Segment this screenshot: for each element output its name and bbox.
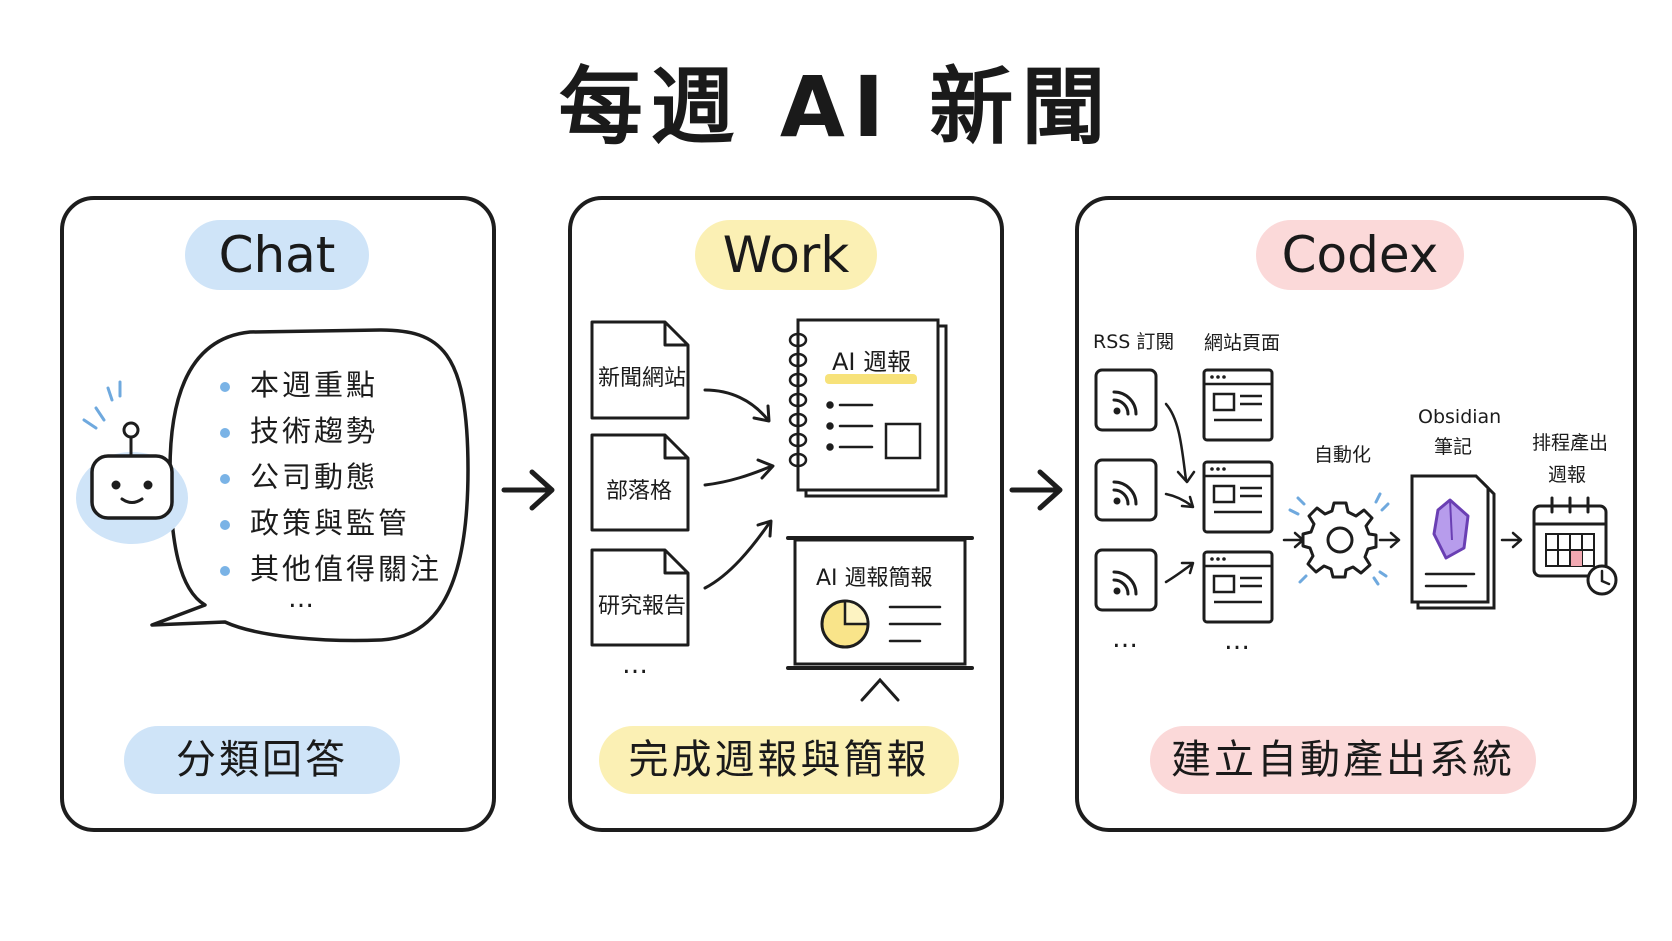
list-item: 公司動態	[220, 454, 442, 500]
web-more: …	[1224, 626, 1252, 656]
codex-footer: 建立自動產出系統	[1150, 726, 1536, 794]
document-icon	[590, 320, 690, 647]
notebook-icon	[788, 318, 948, 498]
list-item: 本週重點	[220, 362, 442, 408]
flow-arrow-icon	[703, 388, 775, 590]
slide-title: AI 週報簡報	[816, 566, 933, 591]
obsidian-icon	[1410, 474, 1496, 610]
pie-chart-icon	[820, 599, 870, 649]
bullet-dot	[220, 428, 230, 438]
rss-icon	[1094, 368, 1158, 612]
source-more: …	[622, 650, 650, 680]
flow-arrow-icon	[1164, 402, 1196, 584]
rss-label: RSS 訂閱	[1093, 331, 1175, 353]
work-header: Work	[695, 220, 877, 290]
speech-bubble-icon	[150, 328, 470, 643]
chat-footer: 分類回答	[124, 726, 400, 794]
notebook-title: AI 週報	[832, 348, 912, 376]
source-label: 研究報告	[598, 594, 687, 619]
schedule-label: 排程產出	[1532, 432, 1609, 454]
bullet-dot	[220, 474, 230, 484]
robot-icon	[76, 380, 188, 544]
automation-label: 自動化	[1314, 444, 1372, 466]
obsidian-sub-label: 筆記	[1434, 436, 1473, 458]
obsidian-label: Obsidian	[1418, 406, 1502, 428]
rss-more: …	[1112, 624, 1140, 654]
page-title: 每週 AI 新聞	[558, 58, 1114, 156]
chat-header: Chat	[185, 220, 369, 290]
topic-more: …	[288, 584, 316, 614]
list-item: 政策與監管	[220, 500, 442, 546]
source-label: 部落格	[606, 479, 673, 504]
webpage-icon	[1202, 368, 1274, 624]
codex-header: Codex	[1256, 220, 1464, 290]
web-label: 網站頁面	[1204, 332, 1281, 354]
bullet-dot	[220, 520, 230, 530]
topic-list: 本週重點 技術趨勢 公司動態 政策與監管 其他值得關注	[220, 362, 442, 592]
work-footer: 完成週報與簡報	[599, 726, 959, 794]
source-label: 新聞網站	[598, 366, 687, 391]
gear-icon	[1288, 492, 1390, 586]
bullet-dot	[220, 566, 230, 576]
list-item: 其他值得關注	[220, 546, 442, 592]
presentation-icon	[786, 536, 974, 702]
bullet-dot	[220, 382, 230, 392]
flow-arrow-icon	[501, 469, 555, 511]
calendar-clock-icon	[1532, 496, 1618, 596]
list-item: 技術趨勢	[220, 408, 442, 454]
flow-arrow-icon	[1009, 469, 1063, 511]
schedule-sub-label: 週報	[1548, 464, 1587, 486]
